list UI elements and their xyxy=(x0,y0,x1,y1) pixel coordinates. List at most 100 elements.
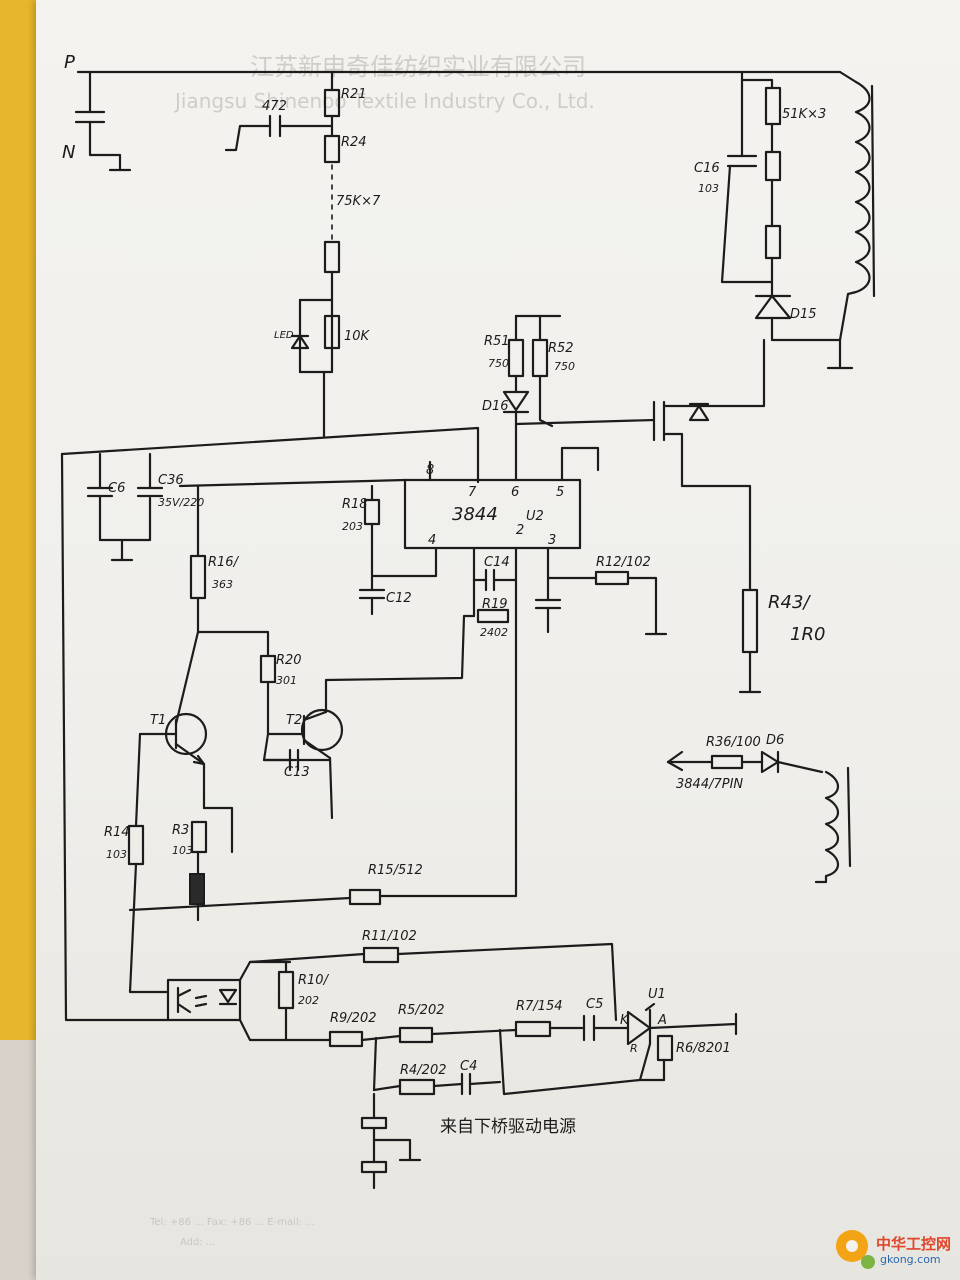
label-r10: R10/ xyxy=(298,973,330,988)
label-r5: R5/202 xyxy=(398,1003,445,1018)
label-r7: R7/154 xyxy=(516,999,563,1014)
label-r14: R14 xyxy=(104,825,130,840)
mosfet xyxy=(652,338,766,592)
p-bus xyxy=(76,70,842,82)
left-return-wire xyxy=(60,452,170,1022)
footer-line-2: Add: ... xyxy=(180,1237,215,1248)
logo-url[interactable]: gkong.com xyxy=(880,1253,941,1266)
label-472: 472 xyxy=(262,99,287,114)
label-c16-val: 103 xyxy=(698,182,719,195)
ic-reference: U2 xyxy=(526,509,544,524)
transformer-primary-coil xyxy=(838,70,876,342)
label-r52-val: 750 xyxy=(554,360,575,373)
label-r24: R24 xyxy=(341,135,367,150)
label-10k: 10K xyxy=(344,329,371,344)
label-c36: C36 xyxy=(158,473,184,488)
label-r6: R6/8201 xyxy=(676,1041,731,1056)
label-c36-val: 35V/220 xyxy=(158,496,204,509)
label-51k-x3: 51K×3 xyxy=(782,107,826,122)
label-r11: R11/102 xyxy=(362,929,417,944)
label-r52: R52 xyxy=(548,341,574,356)
label-r3-val: 103 xyxy=(172,844,193,857)
label-r21: R21 xyxy=(341,87,367,102)
auxiliary-winding xyxy=(666,750,852,884)
r18-c12-network xyxy=(358,484,386,616)
lower-bridge-supply xyxy=(360,1092,422,1190)
label-c13: C13 xyxy=(284,765,310,780)
snubber-network xyxy=(720,78,854,370)
label-c4: C4 xyxy=(460,1059,477,1074)
capacitors-c6-c36 xyxy=(86,452,164,562)
gate-drive-network xyxy=(502,314,656,432)
snubber-r43 xyxy=(738,588,762,694)
r16-resistor xyxy=(189,484,270,658)
ic-part-number: 3844 xyxy=(452,504,498,525)
watermark-company-en: Jiangsu Shinenoo Textile Industry Co., L… xyxy=(173,89,595,113)
label-d6: D6 xyxy=(766,733,784,748)
r3-resistor xyxy=(189,806,234,922)
current-sense-network xyxy=(534,570,668,636)
label-c12: C12 xyxy=(386,591,412,606)
label-r15: R15/512 xyxy=(368,863,423,878)
capacitor-472 xyxy=(224,114,334,152)
label-u1: U1 xyxy=(648,987,666,1002)
label-c16: C16 xyxy=(694,161,720,176)
r20-resistor xyxy=(259,654,304,762)
label-r16-val: 363 xyxy=(212,578,233,591)
note-from-lower-bridge-driver: 来自下桥驱动电源 xyxy=(440,1117,576,1137)
label-r12: R12/102 xyxy=(596,555,651,570)
ic-pin-7: 7 xyxy=(468,485,477,500)
label-r-pin: R xyxy=(630,1042,638,1055)
label-to-3844-pin7: 3844/7PIN xyxy=(676,777,743,792)
ic-pin-4: 4 xyxy=(428,533,436,548)
paper-sheet xyxy=(36,0,960,1280)
label-r3: R3 xyxy=(172,823,189,838)
optocoupler xyxy=(166,960,292,1042)
feedback-network xyxy=(248,942,738,1082)
label-k: K xyxy=(620,1013,630,1028)
label-r18-val: 203 xyxy=(342,520,363,533)
transistor-t2 xyxy=(300,708,344,820)
label-r4: R4/202 xyxy=(400,1063,447,1078)
capacitor-c13 xyxy=(262,748,332,772)
label-c14: C14 xyxy=(484,555,510,570)
label-r19: R19 xyxy=(482,597,508,612)
label-r19-val: 2402 xyxy=(480,626,508,639)
label-t2: T2 xyxy=(286,713,302,728)
ic-pin-2: 2 xyxy=(516,523,524,538)
ic-pin-3: 3 xyxy=(548,533,556,548)
c14-r19-feedback xyxy=(324,546,518,898)
label-p: P xyxy=(64,52,75,73)
label-r10-val: 202 xyxy=(298,994,319,1007)
ic-pin-6: 6 xyxy=(511,485,519,500)
input-capacitor xyxy=(74,70,132,172)
watermark-company-cn: 江苏新申奇佳纺织实业有限公司 xyxy=(250,53,586,81)
label-t1: T1 xyxy=(150,713,166,728)
label-a: A xyxy=(657,1013,667,1028)
footer-line-1: Tel: +86 ... Fax: +86 ... E-mail: ... xyxy=(149,1217,315,1228)
transistor-t1 xyxy=(134,630,208,828)
label-r20-val: 301 xyxy=(276,674,297,687)
label-r20: R20 xyxy=(276,653,302,668)
label-n: N xyxy=(62,142,75,163)
label-d16: D16 xyxy=(482,399,509,414)
label-led: LED xyxy=(274,330,294,341)
r15-resistor xyxy=(128,888,382,912)
label-r36: R36/100 xyxy=(706,735,761,750)
ic-3844 xyxy=(178,428,600,602)
label-r43: R43/ xyxy=(768,592,811,613)
label-r14-val: 103 xyxy=(106,848,127,861)
r14-resistor xyxy=(127,824,170,994)
label-r9: R9/202 xyxy=(330,1011,377,1026)
label-d15: D15 xyxy=(790,307,817,322)
gear-icon xyxy=(836,1230,875,1269)
label-r18: R18 xyxy=(342,497,368,512)
label-75k-x7: 75K×7 xyxy=(336,194,381,209)
label-r51: R51 xyxy=(484,334,510,349)
label-c6: C6 xyxy=(108,481,125,496)
desk-surface xyxy=(0,1040,40,1280)
ic-pin-8: 8 xyxy=(426,463,434,478)
label-r51-val: 750 xyxy=(488,357,509,370)
label-r43-val: 1R0 xyxy=(790,624,825,645)
